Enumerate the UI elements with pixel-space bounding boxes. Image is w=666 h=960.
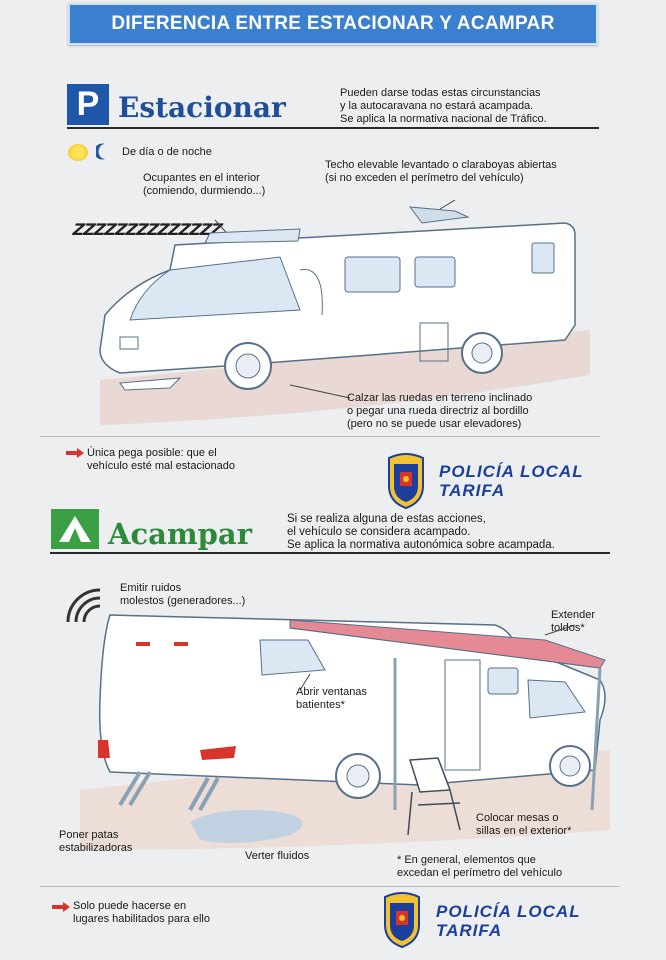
camping-sign-icon [51,509,99,549]
noise-label: Emitir ruidos molestos (generadores...) [120,582,245,608]
day-night-label: De día o de noche [122,146,212,158]
awning-label: Extender toldos* [551,609,595,635]
police-name: POLICÍA LOCAL TARIFA [436,902,581,940]
motorhome-parked-illustration [99,199,590,425]
note-line: lugares habilitados para ello [73,913,210,925]
parking-sign-icon: P [67,84,109,125]
label-line: Calzar las ruedas en terreno inclinado [347,392,533,404]
acampar-bottom-divider [40,886,620,887]
label-line: Abrir ventanas [296,686,367,698]
note-line: Única pega posible: que el [87,447,217,459]
moon-icon [96,143,105,160]
label-line: Poner patas [59,829,119,841]
red-arrow-icon [52,902,70,912]
label-line: batientes* [296,699,345,711]
label-line: Colocar mesas o [476,812,559,824]
estacionar-title: Estacionar [118,91,286,124]
police-shield-icon [388,453,424,510]
footnote-line: excedan el perímetro del vehículo [397,867,563,879]
label-line: Extender [551,609,596,621]
label-line: molestos (generadores...) [120,595,246,607]
red-arrow-icon [66,448,84,458]
police-line: TARIFA [436,921,503,940]
note-line: vehículo esté mal estacionado [87,460,235,472]
label-line: toldos* [551,622,585,634]
roof-label: Techo elevable levantado o claraboyas ab… [325,159,557,185]
label-line: Techo elevable levantado o claraboyas ab… [325,159,557,171]
sun-icon [68,144,88,161]
intro-line: Se aplica la normativa autonómica sobre … [287,539,555,551]
police-line: TARIFA [439,481,506,500]
intro-line: Pueden darse todas estas circunstancias [340,87,541,99]
intro-line: el vehículo se considera acampado. [287,526,471,538]
police-line: POLICÍA LOCAL [436,902,581,921]
police-shield-icon [384,892,420,949]
footnote-line: * En general, elementos que [397,854,536,866]
label-line: (pero no se puede usar elevadores) [347,418,522,430]
label-line: sillas en el exterior* [476,825,572,837]
acampar-intro: Si se realiza alguna de estas acciones, … [287,513,617,552]
label-line: Emitir ruidos [120,582,182,594]
footnote: * En general, elementos que excedan el p… [397,854,562,880]
note-line: Solo puede hacerse en [73,900,187,912]
acampar-divider [50,552,610,554]
sound-waves-icon [66,588,101,623]
wheels-label: Calzar las ruedas en terreno inclinado o… [347,392,532,431]
label-line: estabilizadoras [59,842,133,854]
fluids-label: Verter fluidos [245,850,310,862]
acampar-note: Solo puede hacerse en lugares habilitado… [73,900,210,926]
label-line: Ocupantes en el interior [143,172,260,184]
intro-line: y la autocaravana no estará acampada. [340,100,534,112]
intro-line: Se aplica la normativa nacional de Tráfi… [340,113,547,125]
police-name: POLICÍA LOCAL TARIFA [439,462,584,500]
police-line: POLICÍA LOCAL [439,462,584,481]
estacionar-divider [67,127,599,129]
label-line: (comiendo, durmiendo...) [143,185,266,197]
label-line: o pegar una rueda directriz al bordillo [347,405,529,417]
legs-label: Poner patas estabilizadoras [59,829,132,855]
tables-label: Colocar mesas o sillas en el exterior* [476,812,571,838]
windows-label: Abrir ventanas batientes* [296,686,367,712]
occupants-label: Ocupantes en el interior (comiendo, durm… [143,172,265,198]
label-line: (si no exceden el perímetro del vehículo… [325,172,524,184]
estacionar-note: Única pega posible: que el vehículo esté… [87,447,235,473]
acampar-title: Acampar [108,517,252,551]
motorhome-camping-illustration [80,614,610,850]
estacionar-bottom-divider [40,436,600,437]
page-title: DIFERENCIA ENTRE ESTACIONAR Y ACAMPAR [68,3,598,45]
tent-icon [59,516,91,542]
estacionar-intro: Pueden darse todas estas circunstancias … [340,87,610,126]
intro-line: Si se realiza alguna de estas acciones, [287,513,486,525]
